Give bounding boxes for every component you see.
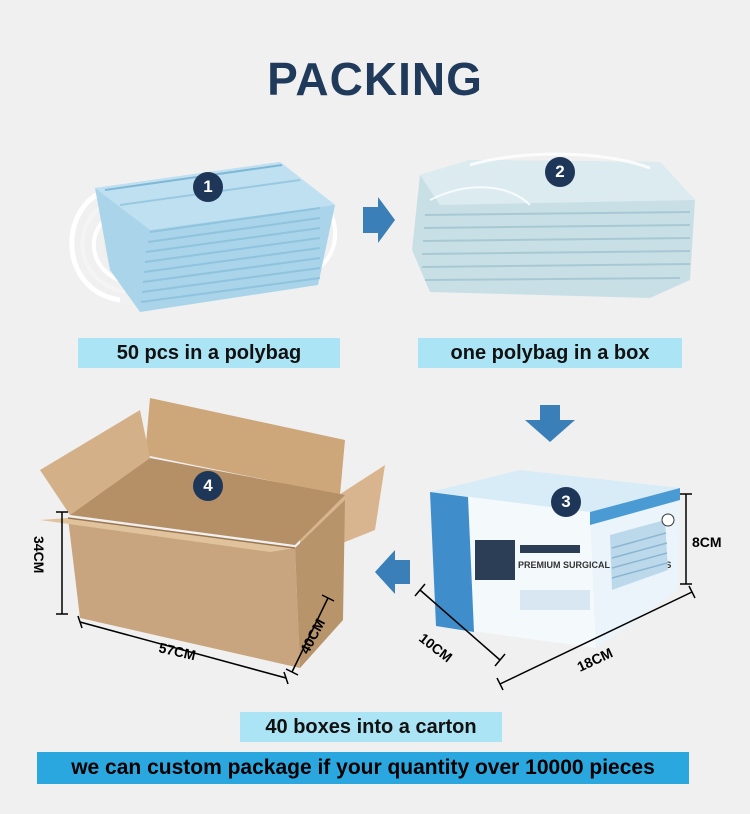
box-depth-label: 10CM — [416, 630, 455, 666]
page-title: PACKING — [267, 53, 483, 105]
box-height-label: 8CM — [692, 534, 722, 550]
box-width-label: 18CM — [575, 644, 616, 674]
arrow-left-icon — [375, 550, 410, 594]
box-heading: PREMIUM SURGICAL FACE MASKS — [518, 560, 671, 570]
arrow-right-icon — [363, 197, 395, 243]
arrow-down-icon — [525, 405, 575, 442]
custom-package-note: we can custom package if your quantity o… — [37, 752, 689, 784]
step-1-badge: 1 — [193, 172, 223, 202]
box-dimension-lines — [414, 493, 696, 691]
carton-image — [40, 398, 385, 668]
step-4-caption: 40 boxes into a carton — [240, 712, 502, 742]
step-3-badge: 3 — [551, 487, 581, 517]
step-2-caption: one polybag in a box — [418, 338, 682, 368]
step-4-badge: 4 — [193, 471, 223, 501]
step-1-caption: 50 pcs in a polybag — [78, 338, 340, 368]
carton-height-label: 34CM — [31, 536, 47, 573]
carton-dimension-lines — [56, 511, 335, 685]
step-2-badge: 2 — [545, 157, 575, 187]
